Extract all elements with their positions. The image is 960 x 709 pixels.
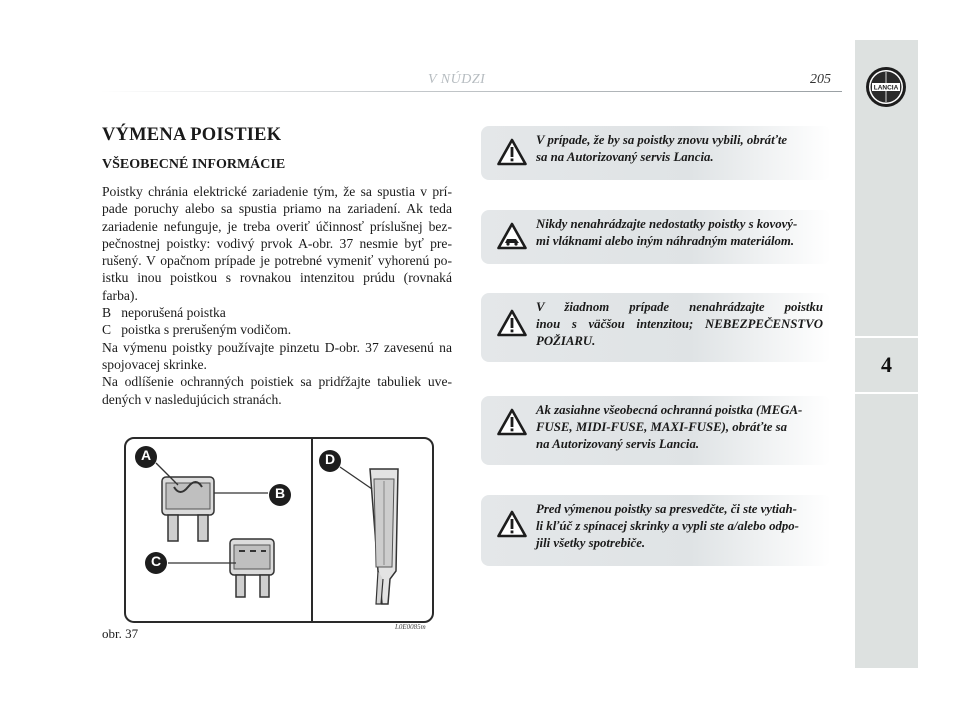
chapter-divider-bottom	[855, 392, 918, 394]
warning-line: V žiadnom prípade nenahrádzajte poistku	[536, 300, 823, 314]
label-b: B	[274, 485, 286, 501]
warning-text: Nikdy nenahrádzajte nedostatky poistky s…	[536, 216, 823, 250]
body-line: C poistka s prerušeným vodičom.	[102, 322, 292, 338]
warning-line: POŽIARU.	[536, 334, 596, 348]
warning-line: inou s väčšou intenzitou; NEBEZPEČENSTVO	[536, 317, 823, 331]
body-line: pade poruchy alebo sa spustia priamo na …	[102, 201, 452, 217]
label-d: D	[324, 451, 336, 467]
chapter-number: 4	[881, 352, 892, 377]
body-line: zariadenie nefunguje, je treba overiť úč…	[102, 218, 452, 234]
warning-triangle-icon	[497, 309, 527, 337]
section-title: VÝMENA POISTIEK	[102, 125, 282, 145]
body-line: rušený. V opačnom prípade je potrebné vy…	[102, 253, 452, 269]
body-line: Na odlíšenie ochranných poistiek sa prid…	[102, 374, 452, 390]
page-number: 205	[810, 72, 831, 87]
warning-line: mi vláknami alebo iným náhradným materiá…	[536, 234, 795, 248]
warning-line: FUSE, MIDI-FUSE, MAXI-FUSE), obráťte sa	[536, 420, 788, 434]
warning-box: Pred výmenou poistky sa presvedčte, či s…	[481, 495, 831, 566]
tweezers-icon	[369, 468, 399, 605]
warning-box: V prípade, že by sa poistky znovu vybili…	[481, 126, 831, 180]
label-a: A	[140, 447, 152, 463]
warning-line: Nikdy nenahrádzajte nedostatky poistky s…	[536, 217, 798, 231]
fuse-figure: A B C D	[124, 437, 434, 623]
warning-box: Ak zasiahne všeobecná ochranná poistka (…	[481, 396, 831, 465]
body-line: Na výmenu poistky používajte pinzetu D-o…	[102, 339, 452, 355]
lancia-logo: LANCIA	[866, 67, 906, 107]
section-subtitle: VŠEOBECNÉ INFORMÁCIE	[102, 157, 286, 172]
body-line: farba).	[102, 287, 138, 303]
intact-fuse-icon	[161, 476, 215, 542]
warning-text: Pred výmenou poistky sa presvedčte, či s…	[536, 501, 823, 552]
figure-code: L0E0085m	[395, 623, 426, 631]
warning-car-icon	[497, 222, 527, 250]
warning-line: sa na Autorizovaný servis Lancia.	[536, 150, 714, 164]
label-c: C	[150, 553, 162, 569]
body-text: Poistky chránia elektrické zariadenie tý…	[102, 183, 452, 408]
blown-fuse-icon	[229, 538, 275, 598]
warning-text: V prípade, že by sa poistky znovu vybili…	[536, 132, 823, 166]
svg-text:LANCIA: LANCIA	[874, 85, 899, 92]
warning-text: Ak zasiahne všeobecná ochranná poistka (…	[536, 402, 823, 453]
warning-line: Ak zasiahne všeobecná ochranná poistka (…	[536, 403, 803, 417]
warning-line: jili všetky spotrebiče.	[536, 536, 646, 550]
warning-text: V žiadnom prípade nenahrádzajte poistku …	[536, 299, 823, 350]
warning-triangle-icon	[497, 510, 527, 538]
body-line: B neporušená poistka	[102, 305, 226, 321]
warning-line: V prípade, že by sa poistky znovu vybili…	[536, 133, 788, 147]
figure-caption: obr. 37	[102, 626, 139, 641]
warning-line: Pred výmenou poistky sa presvedčte, či s…	[536, 502, 797, 516]
header-rule	[100, 91, 842, 92]
warning-triangle-icon	[497, 138, 527, 166]
body-line: Poistky chránia elektrické zariadenie tý…	[102, 184, 452, 199]
chapter-divider-top	[855, 336, 918, 338]
running-header: V NÚDZI	[428, 72, 486, 87]
body-line: spojovacej skrinke.	[102, 356, 207, 372]
warning-box: Nikdy nenahrádzajte nedostatky poistky s…	[481, 210, 831, 264]
chapter-sidebar	[855, 40, 918, 668]
body-line: istku inou poistkou s rovnakou intenzito…	[102, 270, 452, 286]
body-line: pečnostnej poistky: vodivý prvok A-obr. …	[102, 235, 452, 251]
warning-line: li kľúč z spínacej skrinky a vypli ste a…	[536, 519, 799, 533]
warning-box: V žiadnom prípade nenahrádzajte poistku …	[481, 293, 831, 362]
body-line: dených v nasledujúcich stranách.	[102, 391, 282, 407]
fuse-illustration	[135, 439, 399, 621]
warning-line: na Autorizovaný servis Lancia.	[536, 437, 700, 451]
warning-triangle-icon	[497, 408, 527, 436]
